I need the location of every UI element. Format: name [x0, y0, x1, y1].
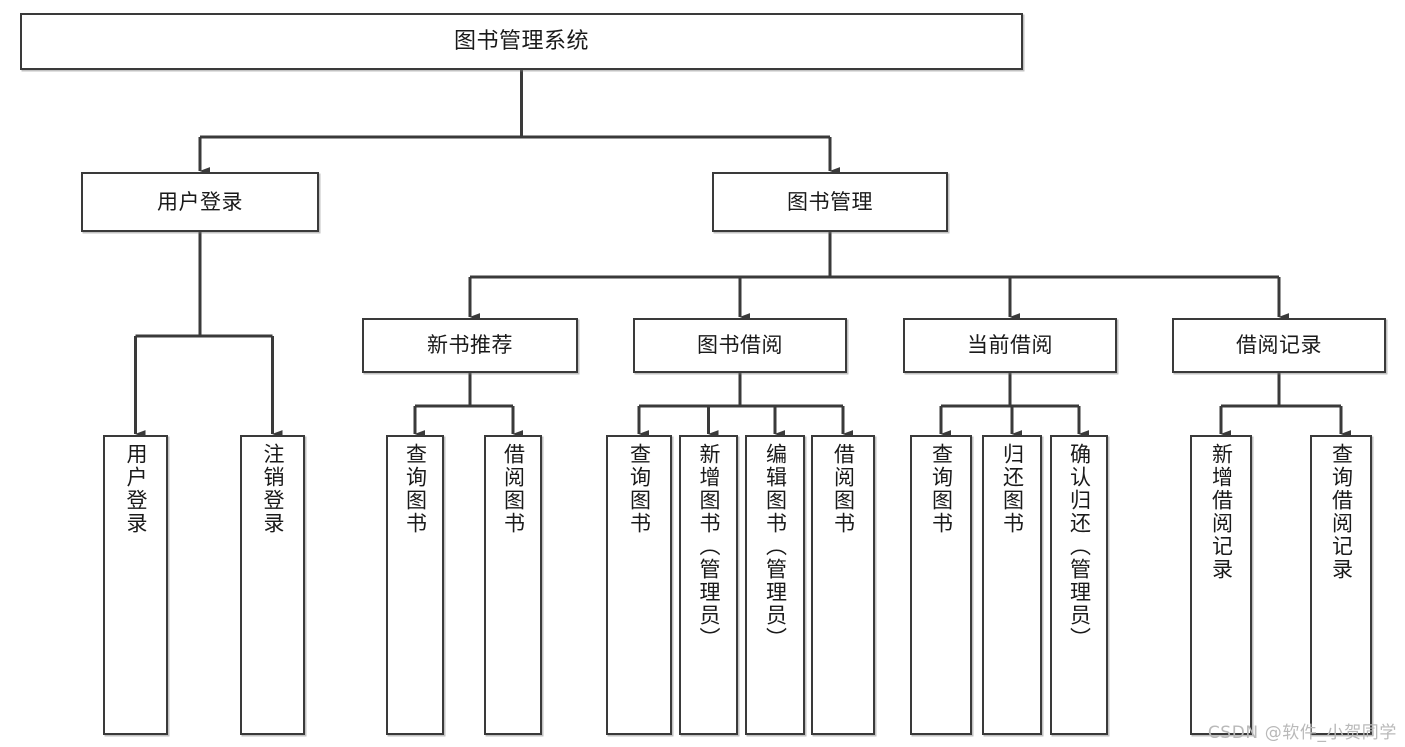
node-c1[interactable]: 查询图书 [910, 435, 972, 735]
node-r1[interactable]: 新增借阅记录 [1190, 435, 1252, 735]
node-label: 新增借阅记录 [1209, 443, 1234, 581]
node-b2[interactable]: 新增图书（管理员） [679, 435, 738, 735]
node-r2[interactable]: 查询借阅记录 [1310, 435, 1372, 735]
node-label: 归还图书 [1000, 443, 1025, 535]
node-b3[interactable]: 编辑图书（管理员） [745, 435, 805, 735]
node-b1[interactable]: 查询图书 [606, 435, 672, 735]
node-c2[interactable]: 归还图书 [982, 435, 1042, 735]
node-label: 借阅记录 [1236, 333, 1322, 358]
node-label: 借阅图书 [501, 443, 526, 535]
node-label: 图书管理 [787, 189, 873, 214]
node-label: 图书借阅 [697, 333, 783, 358]
node-l2[interactable]: 注销登录 [240, 435, 305, 735]
node-label: 新书推荐 [427, 333, 513, 358]
node-records[interactable]: 借阅记录 [1172, 318, 1386, 373]
node-root[interactable]: 图书管理系统 [20, 13, 1023, 70]
node-label: 用户登录 [157, 189, 243, 214]
node-borrow[interactable]: 图书借阅 [633, 318, 847, 373]
node-label: 注销登录 [260, 443, 285, 535]
connector-lines [134, 70, 1351, 438]
node-label: 查询图书 [929, 443, 954, 535]
node-bookmgmt[interactable]: 图书管理 [712, 172, 948, 232]
node-c3[interactable]: 确认归还（管理员） [1050, 435, 1108, 735]
node-label: 查询借阅记录 [1329, 443, 1354, 581]
node-newbook[interactable]: 新书推荐 [362, 318, 578, 373]
watermark: CSDN @软件_小贺同学 [1207, 723, 1397, 743]
node-current[interactable]: 当前借阅 [903, 318, 1117, 373]
node-label: 借阅图书 [831, 443, 856, 535]
node-n2[interactable]: 借阅图书 [484, 435, 542, 735]
node-b4[interactable]: 借阅图书 [811, 435, 875, 735]
node-label: 新增图书（管理员） [696, 443, 721, 650]
node-label: 确认归还（管理员） [1067, 443, 1092, 650]
node-label: 图书管理系统 [453, 28, 589, 54]
node-label: 查询图书 [403, 443, 428, 535]
node-label: 查询图书 [627, 443, 652, 535]
node-n1[interactable]: 查询图书 [386, 435, 444, 735]
node-label: 编辑图书（管理员） [763, 443, 788, 650]
node-label: 当前借阅 [967, 333, 1053, 358]
node-label: 用户登录 [123, 443, 148, 535]
node-l1[interactable]: 用户登录 [103, 435, 168, 735]
node-login[interactable]: 用户登录 [81, 172, 319, 232]
